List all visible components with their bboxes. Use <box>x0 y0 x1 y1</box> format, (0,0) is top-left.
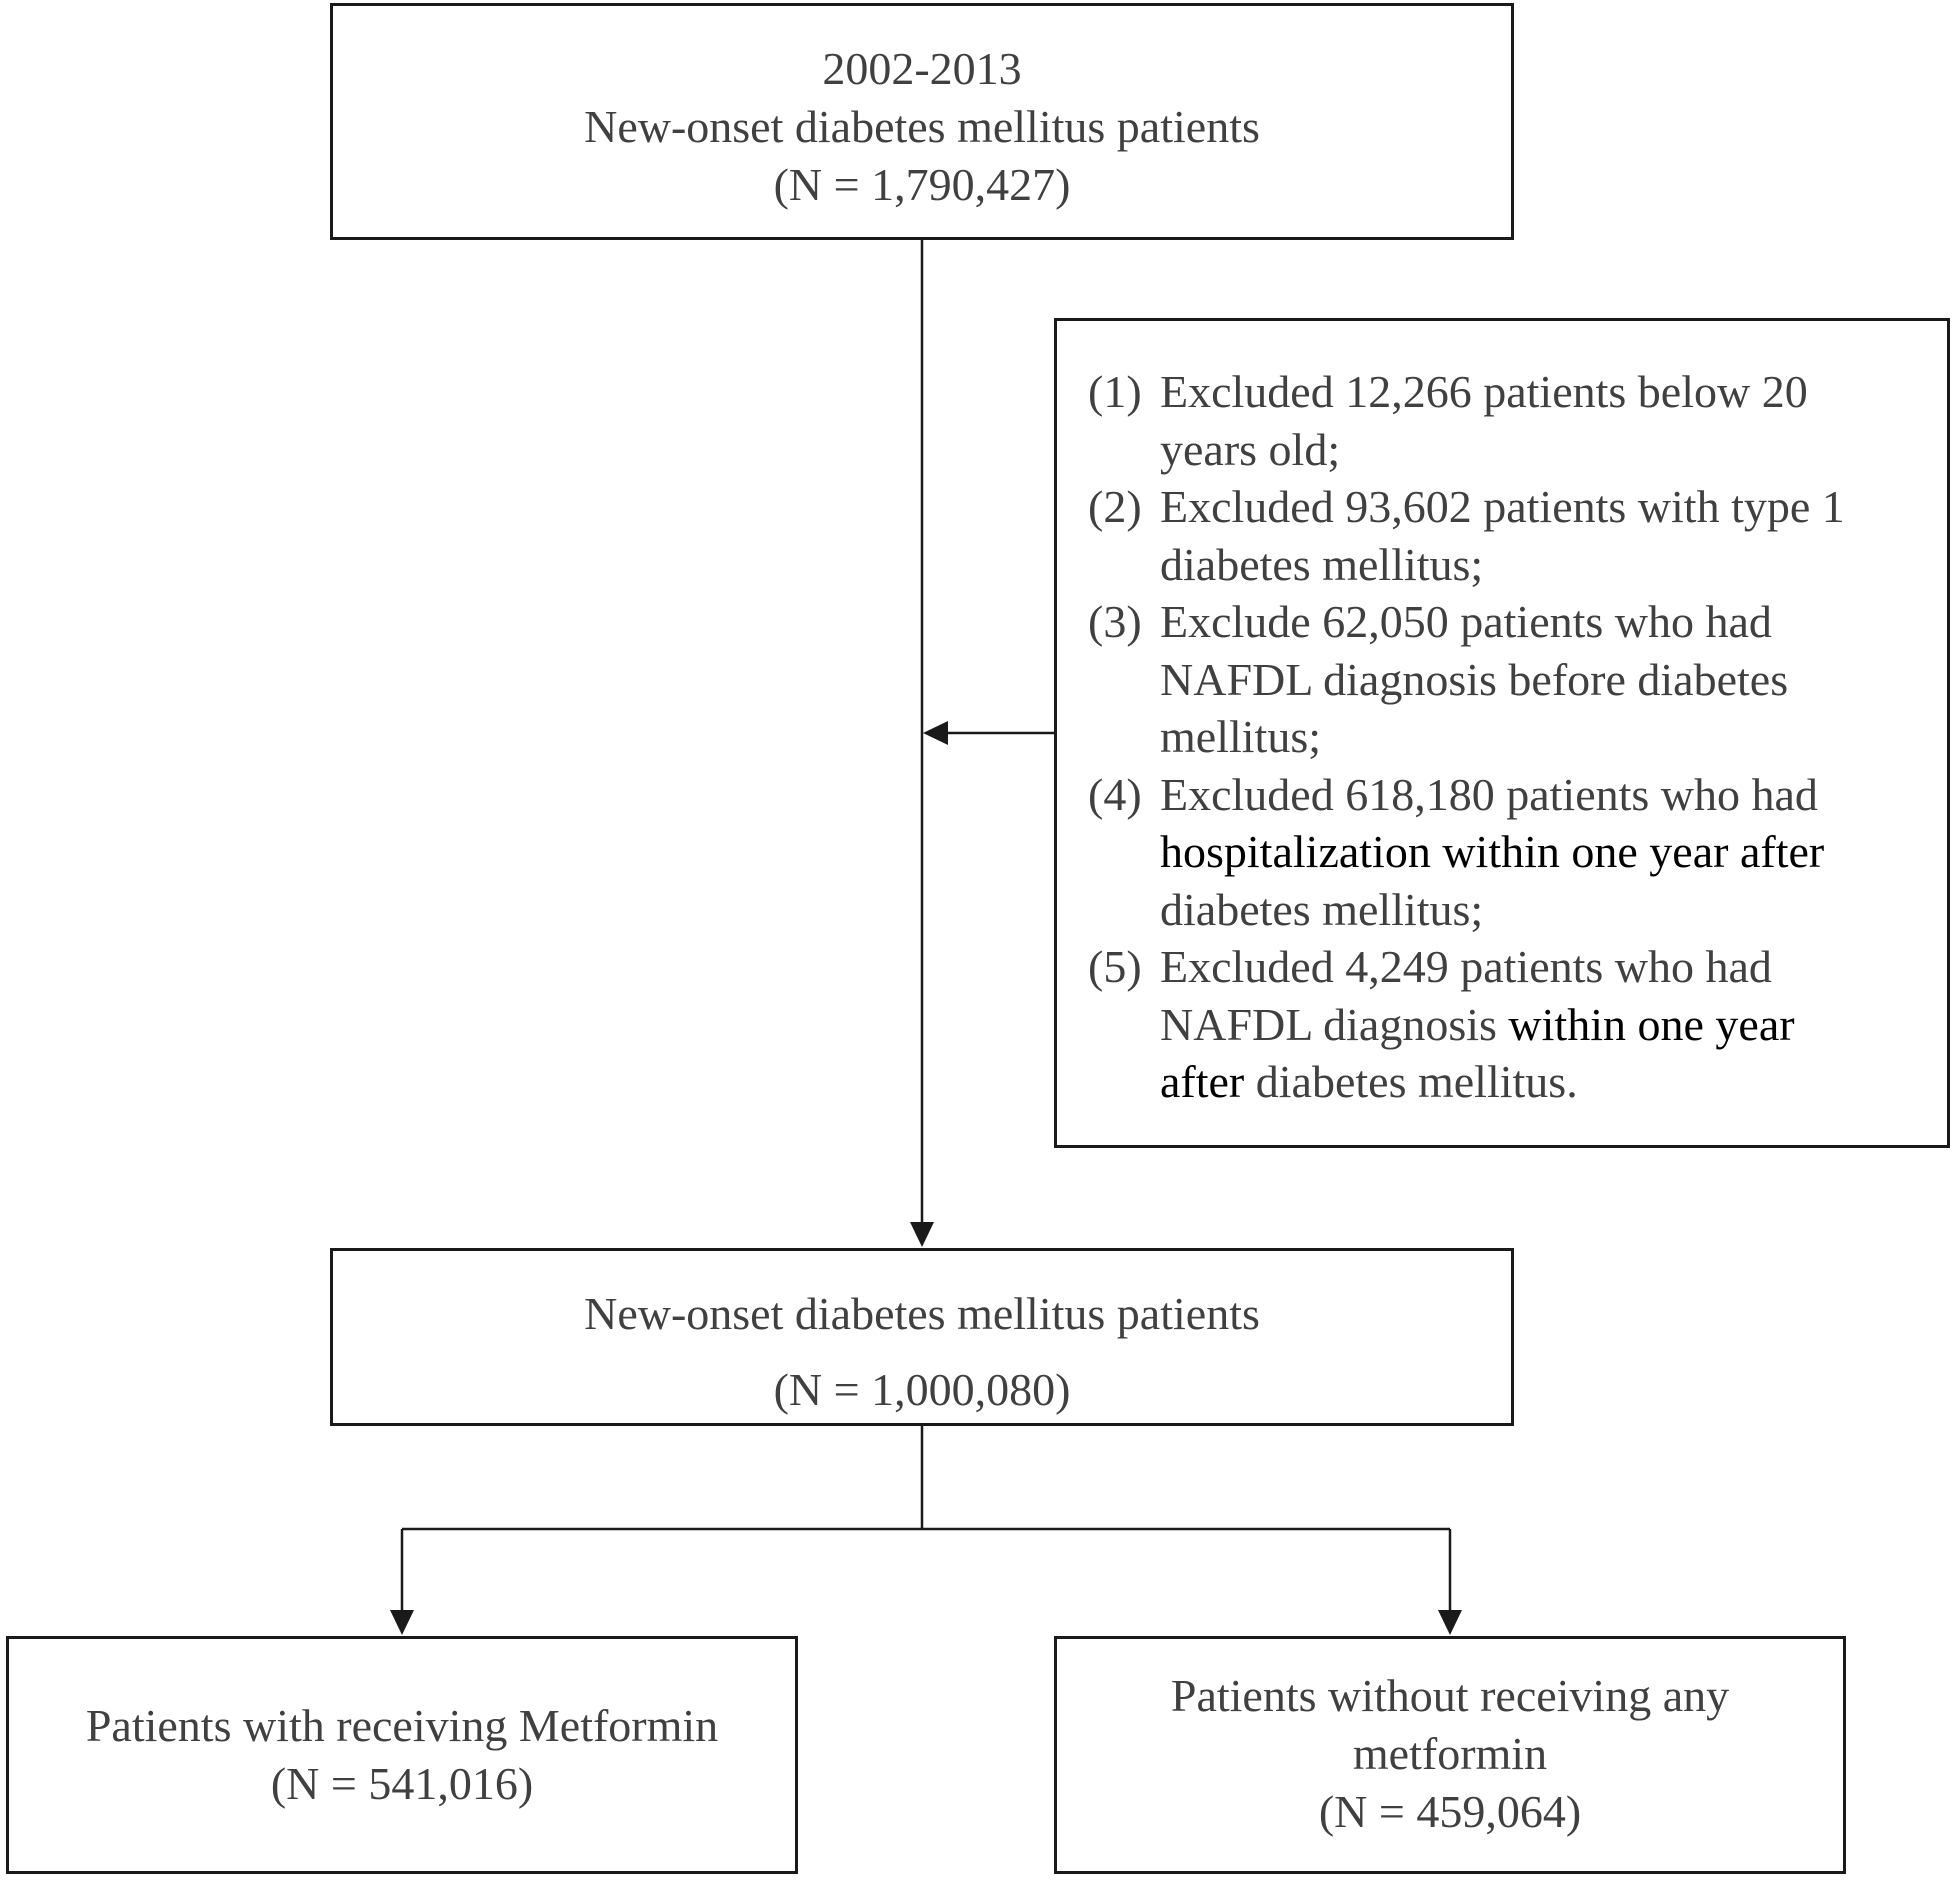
initial-cohort-box: 2002-2013 New-onset diabetes mellitus pa… <box>330 3 1514 240</box>
exclusion-segment-emphasis: after <box>1160 1056 1245 1107</box>
exclusion-line: hospitalization within one year after <box>1160 826 1825 877</box>
no-metformin-group-text: Patients without receiving any metformin… <box>1057 1667 1843 1841</box>
no-metformin-group-label-line1: Patients without receiving any <box>1170 1670 1730 1721</box>
metformin-group-text: Patients with receiving Metformin (N = 5… <box>9 1697 795 1813</box>
exclusion-line: diabetes mellitus; <box>1160 883 1484 935</box>
exclusion-text: Excluded 12,266 patients below 20 years … <box>1160 363 1937 478</box>
exclusion-text: Excluded 618,180 patients who had hospit… <box>1160 766 1937 939</box>
exclusion-line: Excluded 93,602 patients with type 1 <box>1160 481 1845 532</box>
left-branch-arrowhead <box>390 1610 414 1635</box>
exclusion-segment: diabetes mellitus. <box>1244 1056 1578 1107</box>
exclusion-number: (1) <box>1088 366 1142 417</box>
period-label: 2002-2013 <box>822 43 1022 94</box>
cohort-count: (N = 1,790,427) <box>773 159 1071 210</box>
eligible-cohort-box: New-onset diabetes mellitus patients (N … <box>330 1248 1514 1426</box>
exclusion-segment: NAFDL diagnosis <box>1160 998 1509 1050</box>
exclusion-line: Excluded 4,249 patients who had <box>1160 941 1772 992</box>
exclusion-text: Exclude 62,050 patients who had NAFDL di… <box>1160 593 1937 766</box>
exclusion-item-3: (3) Exclude 62,050 patients who had NAFD… <box>1088 593 1937 766</box>
cohort-label: New-onset diabetes mellitus patients <box>584 101 1260 152</box>
metformin-group-box: Patients with receiving Metformin (N = 5… <box>6 1636 798 1874</box>
right-branch-arrowhead <box>1438 1610 1462 1635</box>
exclusion-text: Excluded 4,249 patients who had NAFDL di… <box>1160 938 1937 1111</box>
no-metformin-group-count: (N = 459,064) <box>1318 1786 1582 1837</box>
exclusion-line: after diabetes mellitus. <box>1160 1053 1937 1111</box>
eligible-cohort-label: New-onset diabetes mellitus patients <box>584 1288 1260 1339</box>
exclusion-line: years old; <box>1160 423 1341 475</box>
no-metformin-group-box: Patients without receiving any metformin… <box>1054 1636 1846 1874</box>
exclusion-line: NAFDL diagnosis within one year <box>1160 996 1937 1054</box>
metformin-group-count: (N = 541,016) <box>270 1758 534 1809</box>
exclusion-line: Excluded 12,266 patients below 20 <box>1160 366 1808 417</box>
exclusion-number: (2) <box>1088 481 1142 532</box>
exclusion-line: NAFDL diagnosis before diabetes <box>1160 653 1789 705</box>
exclusion-item-5: (5) Excluded 4,249 patients who had NAFD… <box>1088 938 1937 1111</box>
metformin-group-label: Patients with receiving Metformin <box>85 1700 719 1751</box>
initial-cohort-text: 2002-2013 New-onset diabetes mellitus pa… <box>333 40 1511 214</box>
exclusion-segment-emphasis: within one year <box>1508 998 1795 1050</box>
no-metformin-group-label-line2: metformin <box>1352 1728 1548 1779</box>
exclusion-number: (5) <box>1088 941 1142 992</box>
main-flow-arrowhead <box>910 1222 934 1247</box>
exclusion-line: Excluded 618,180 patients who had <box>1160 768 1818 820</box>
exclusion-number: (3) <box>1088 596 1142 647</box>
eligible-cohort-text: New-onset diabetes mellitus patients (N … <box>333 1276 1511 1428</box>
exclusion-item-4: (4) Excluded 618,180 patients who had ho… <box>1088 766 1937 939</box>
exclusion-list: (1) Excluded 12,266 patients below 20 ye… <box>1088 363 1937 1111</box>
eligible-cohort-count: (N = 1,000,080) <box>773 1364 1071 1415</box>
exclusion-text: Excluded 93,602 patients with type 1 dia… <box>1160 478 1937 593</box>
exclusion-item-1: (1) Excluded 12,266 patients below 20 ye… <box>1088 363 1937 478</box>
exclusion-arrowhead <box>923 721 948 745</box>
exclusion-line: mellitus; <box>1160 711 1321 762</box>
exclusion-line: Exclude 62,050 patients who had <box>1160 596 1772 647</box>
exclusion-item-2: (2) Excluded 93,602 patients with type 1… <box>1088 478 1937 593</box>
exclusion-criteria-box: (1) Excluded 12,266 patients below 20 ye… <box>1054 318 1950 1148</box>
exclusion-number: (4) <box>1088 768 1142 820</box>
exclusion-line: diabetes mellitus; <box>1160 538 1484 590</box>
